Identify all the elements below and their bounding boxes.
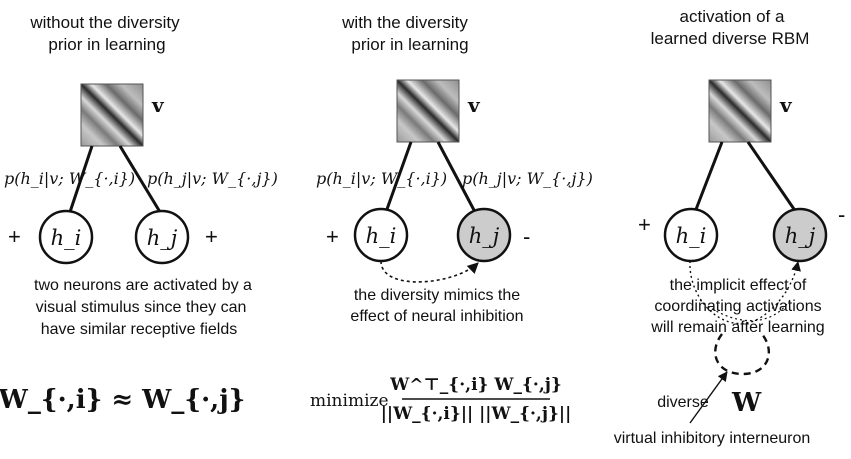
panel3-caption-line2: coordinating activations <box>654 298 821 315</box>
panel2-visible-label: v <box>467 93 481 117</box>
panel2-title-line2: prior in learning <box>351 35 468 54</box>
panel1-right-sign: + <box>205 224 218 249</box>
panel1-edge-left <box>68 145 94 213</box>
panel3-virtual-interneuron-ring <box>714 333 771 376</box>
panel3-title-line1: activation of a <box>680 7 785 26</box>
panel2-neuron-hj-label: h_j <box>469 224 500 248</box>
panel3-neuron-hi <box>663 207 719 263</box>
panel2-caption-line2: effect of neural inhibition <box>350 308 523 325</box>
panel3-visible-stimulus-patch <box>708 79 772 143</box>
panel2-caption-line1: the diversity mimics the <box>354 287 520 304</box>
panel3-left-sign: + <box>638 212 651 237</box>
panel-with-diversity: with the diversity prior in learning v p… <box>310 13 593 424</box>
panel2-left-probability: p(h_i|v; W_{·,i}) <box>316 169 447 188</box>
panel2-formula-numerator: W^⊤_{·,i} W_{·,j} <box>389 375 562 395</box>
panel-without-diversity: without the diversity prior in learning … <box>0 13 278 415</box>
panel3-right-sign: - <box>838 202 845 227</box>
panel1-left-probability: p(h_i|v; W_{·,i}) <box>4 169 135 188</box>
panel2-formula-denominator: ||W_{·,i}|| ||W_{·,j}|| <box>381 404 572 424</box>
panel2-visible-stimulus-patch <box>396 79 460 143</box>
panel3-neuron-hi-label: h_i <box>676 224 707 248</box>
panel1-caption-line2: visual stimulus since they can <box>36 299 247 316</box>
panel3-visible-label: v <box>779 93 793 117</box>
panel3-neuron-hj-label: h_j <box>785 224 816 248</box>
panel-learned-diverse-rbm: activation of a learned diverse RBM v h_… <box>614 7 846 447</box>
panel3-diverse-label: diverse <box>657 394 709 411</box>
panel1-caption-line1: two neurons are activated by a <box>34 277 252 294</box>
panel1-visible-stimulus-patch <box>80 83 144 147</box>
panel1-neuron-hi <box>38 209 94 265</box>
panel2-right-sign: - <box>523 224 530 249</box>
panel2-left-sign: + <box>326 224 339 249</box>
panel3-coordination-dotted-path-inner <box>699 299 791 322</box>
panel1-similarity-formula: W_{·,i} ≈ W_{·,j} <box>0 385 245 415</box>
panel1-neuron-hj <box>134 209 190 265</box>
panel3-title-line2: learned diverse RBM <box>651 29 810 48</box>
panel2-title-line1: with the diversity <box>341 13 468 32</box>
panel3-coordination-dotted-path <box>689 260 801 325</box>
panel2-edge-left <box>384 141 413 213</box>
panel3-neuron-hj-inhibited <box>772 207 828 263</box>
panel3-edge-right <box>746 141 798 213</box>
panel3-interneuron-label: virtual inhibitory interneuron <box>614 430 811 447</box>
panel1-edge-right <box>118 145 162 213</box>
panel2-neuron-hi-label: h_i <box>366 224 397 248</box>
panel2-right-probability: p(h_j|v; W_{·,j}) <box>462 169 593 188</box>
panel1-right-probability: p(h_j|v; W_{·,j}) <box>147 169 278 188</box>
panel2-edge-right <box>436 141 477 213</box>
panel1-left-sign: + <box>8 224 21 249</box>
panel1-caption-line3: have similar receptive fields <box>41 321 238 338</box>
panel3-edge-left <box>693 141 724 213</box>
panel2-formula-minimize: minimize <box>310 391 389 411</box>
panel3-caption-line1: the implicit effect of <box>670 277 807 294</box>
panel1-neuron-hj-label: h_j <box>147 226 178 250</box>
panel3-caption-line3: will remain after learning <box>650 319 824 336</box>
panel1-title-line2: prior in learning <box>48 35 165 54</box>
panel1-neuron-hi-label: h_i <box>51 226 82 250</box>
panel1-title-line1: without the diversity <box>29 13 180 32</box>
panel2-neuron-hj-inhibited <box>456 207 512 263</box>
panel3-diverse-weights-symbol: W <box>731 388 762 418</box>
panel2-inhibition-arrow <box>380 260 479 283</box>
panel3-interneuron-pointer-arrow <box>689 371 728 424</box>
panel1-visible-label: v <box>151 93 165 117</box>
